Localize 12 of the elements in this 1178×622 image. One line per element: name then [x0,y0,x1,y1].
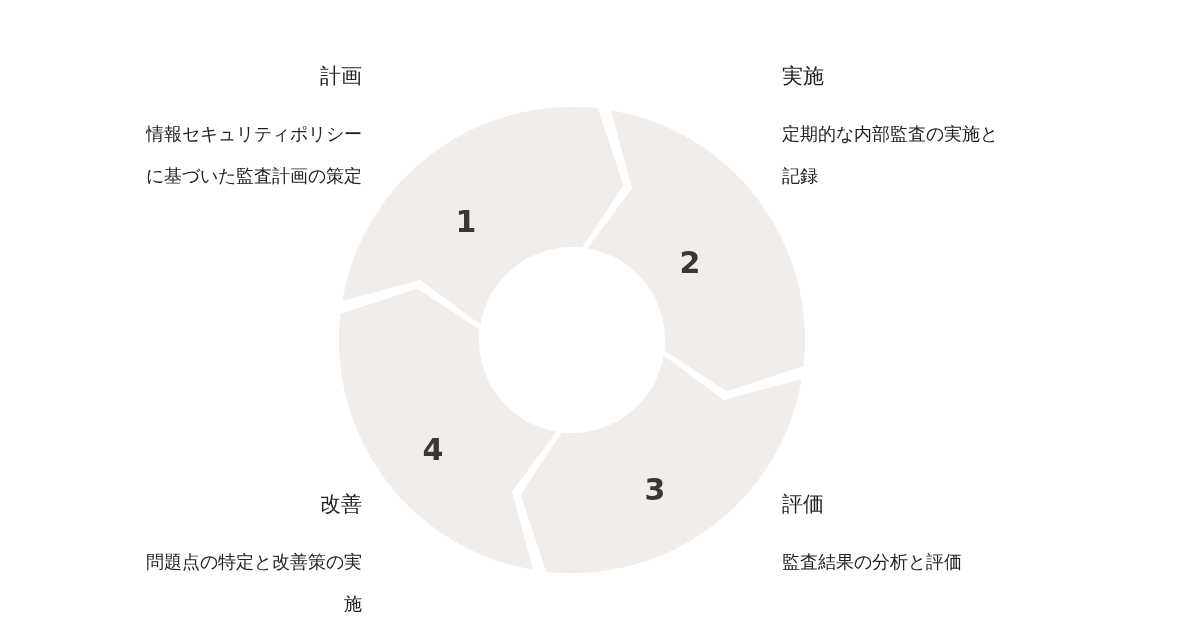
step-number: 4 [422,435,444,465]
step-number: 3 [644,475,666,505]
step-heading: 評価 [782,491,824,518]
step-heading: 計画 [320,63,362,90]
step-description: 情報セキュリティポリシーに基づいた監査計画の策定 [144,122,362,188]
step-description: 問題点の特定と改善策の実施 [145,550,362,616]
step-description: 監査結果の分析と評価 [782,550,963,574]
step-number: 1 [455,207,477,237]
step-heading: 実施 [782,63,824,90]
step-number: 2 [679,248,701,278]
step-heading: 改善 [320,491,362,518]
step-description: 定期的な内部監査の実施と記録 [782,122,999,188]
